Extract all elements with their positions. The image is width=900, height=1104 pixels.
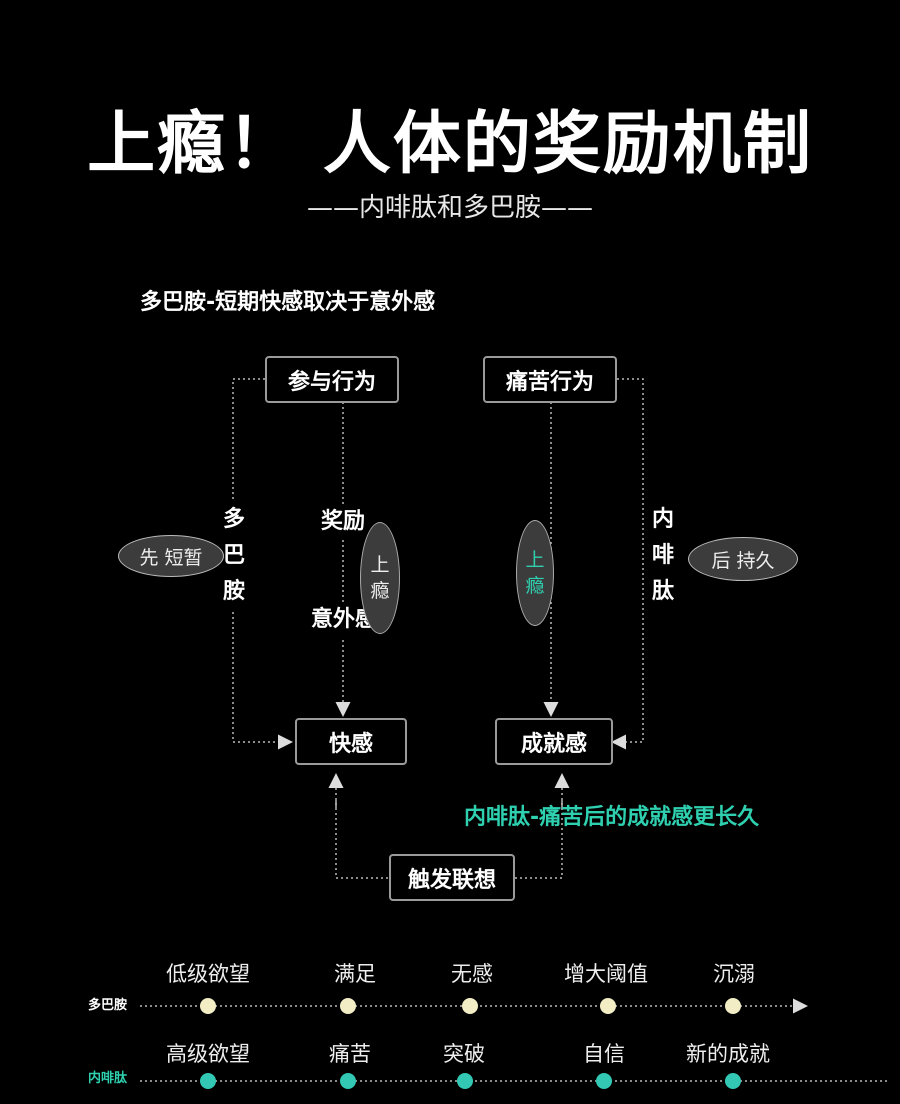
timeline-endorphin-name: 内啡肽	[88, 1071, 128, 1086]
timeline-endorphin-dot-1	[200, 1073, 216, 1089]
timeline-dopamine-stage-5: 沉溺	[713, 962, 755, 986]
timeline-dopamine-stage-3: 无感	[451, 962, 493, 986]
timeline-endorphin-dot-2	[340, 1073, 356, 1089]
timeline-dopamine-stage-4: 增大阈值	[564, 962, 648, 986]
timeline-endorphin-stage-5: 新的成就	[686, 1042, 770, 1066]
timeline-dopamine-dot-3	[462, 998, 478, 1014]
box-pleasure: 快感	[295, 718, 407, 765]
timeline-endorphin-stage-2: 痛苦	[329, 1042, 371, 1066]
timeline-dopamine-stage-2: 满足	[334, 962, 376, 986]
pill-later-lasting: 后 持久	[688, 537, 798, 581]
addiction-oval-left: 上 瘾	[360, 522, 400, 634]
timeline-dopamine-dot-4	[600, 998, 616, 1014]
timeline-endorphin-stage-3: 突破	[443, 1042, 485, 1066]
box-pain: 痛苦行为	[483, 356, 617, 403]
right-vertical-endorphin: 内 啡 肽	[651, 507, 674, 604]
timeline-endorphin-dot-4	[596, 1073, 612, 1089]
pill-first-short: 先 短暂	[118, 535, 224, 577]
box-achievement: 成就感	[495, 718, 613, 765]
timeline-dopamine-dot-5	[725, 998, 741, 1014]
page-title: 上瘾！ 人体的奖励机制	[87, 105, 813, 184]
timeline-dopamine-dot-1	[200, 998, 216, 1014]
endorphin-note: 内啡肽-痛苦后的成就感更长久	[464, 805, 760, 830]
dopamine-note: 多巴胺-短期快感取决于意外感	[140, 290, 436, 315]
timeline-dopamine-dot-2	[340, 998, 356, 1014]
timeline-endorphin-dot-5	[725, 1073, 741, 1089]
box-participate: 参与行为	[265, 356, 399, 403]
timeline-endorphin-stage-1: 高级欲望	[166, 1042, 250, 1066]
page-subtitle: ——内啡肽和多巴胺——	[306, 193, 593, 223]
box-trigger: 触发联想	[389, 854, 515, 901]
timeline-dopamine-name: 多巴胺	[88, 998, 128, 1013]
timeline-endorphin-dot-3	[457, 1073, 473, 1089]
timeline-dopamine-stage-1: 低级欲望	[166, 962, 250, 986]
timeline-endorphin-stage-4: 自信	[583, 1042, 625, 1066]
left-vertical-dopamine: 多 巴 胺	[219, 502, 249, 610]
addiction-oval-right: 上 瘾	[516, 520, 554, 626]
